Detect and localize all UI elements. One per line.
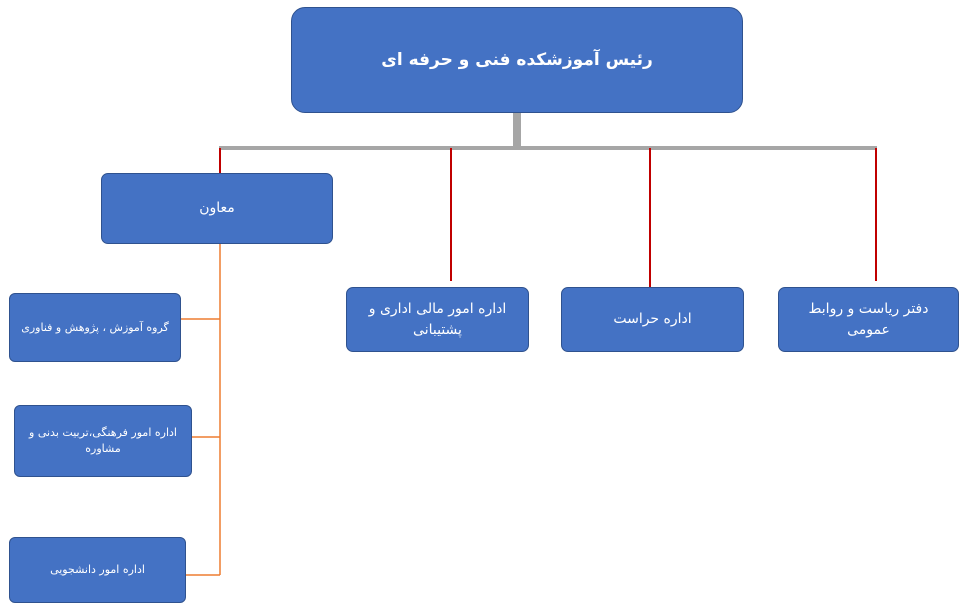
node-unit-education-label: گروه آموزش ، پژوهش و فناوری (21, 320, 169, 334)
node-unit-culture: اداره امور فرهنگی،تربیت بدنی و مشاوره (14, 405, 192, 477)
node-root-label: رئیس آموزشکده فنی و حرفه ای (381, 49, 653, 70)
node-root-head: رئیس آموزشکده فنی و حرفه ای (291, 7, 743, 113)
node-unit-students: اداره امور دانشجویی (9, 537, 186, 603)
node-dept-finance: اداره امور مالی اداری و پشتیبانی (346, 287, 529, 352)
node-dept-finance-label: اداره امور مالی اداری و پشتیبانی (368, 301, 507, 338)
node-dept-office-label: دفتر ریاست و روابط عمومی (808, 301, 929, 338)
node-dept-security-label: اداره حراست (613, 311, 692, 328)
node-dept-office: دفتر ریاست و روابط عمومی (778, 287, 959, 352)
node-deputy: معاون (101, 173, 333, 244)
node-deputy-label: معاون (199, 200, 235, 217)
node-dept-security: اداره حراست (561, 287, 744, 352)
node-unit-education: گروه آموزش ، پژوهش و فناوری (9, 293, 181, 362)
node-unit-students-label: اداره امور دانشجویی (50, 563, 145, 577)
node-unit-culture-label: اداره امور فرهنگی،تربیت بدنی و مشاوره (29, 426, 177, 455)
